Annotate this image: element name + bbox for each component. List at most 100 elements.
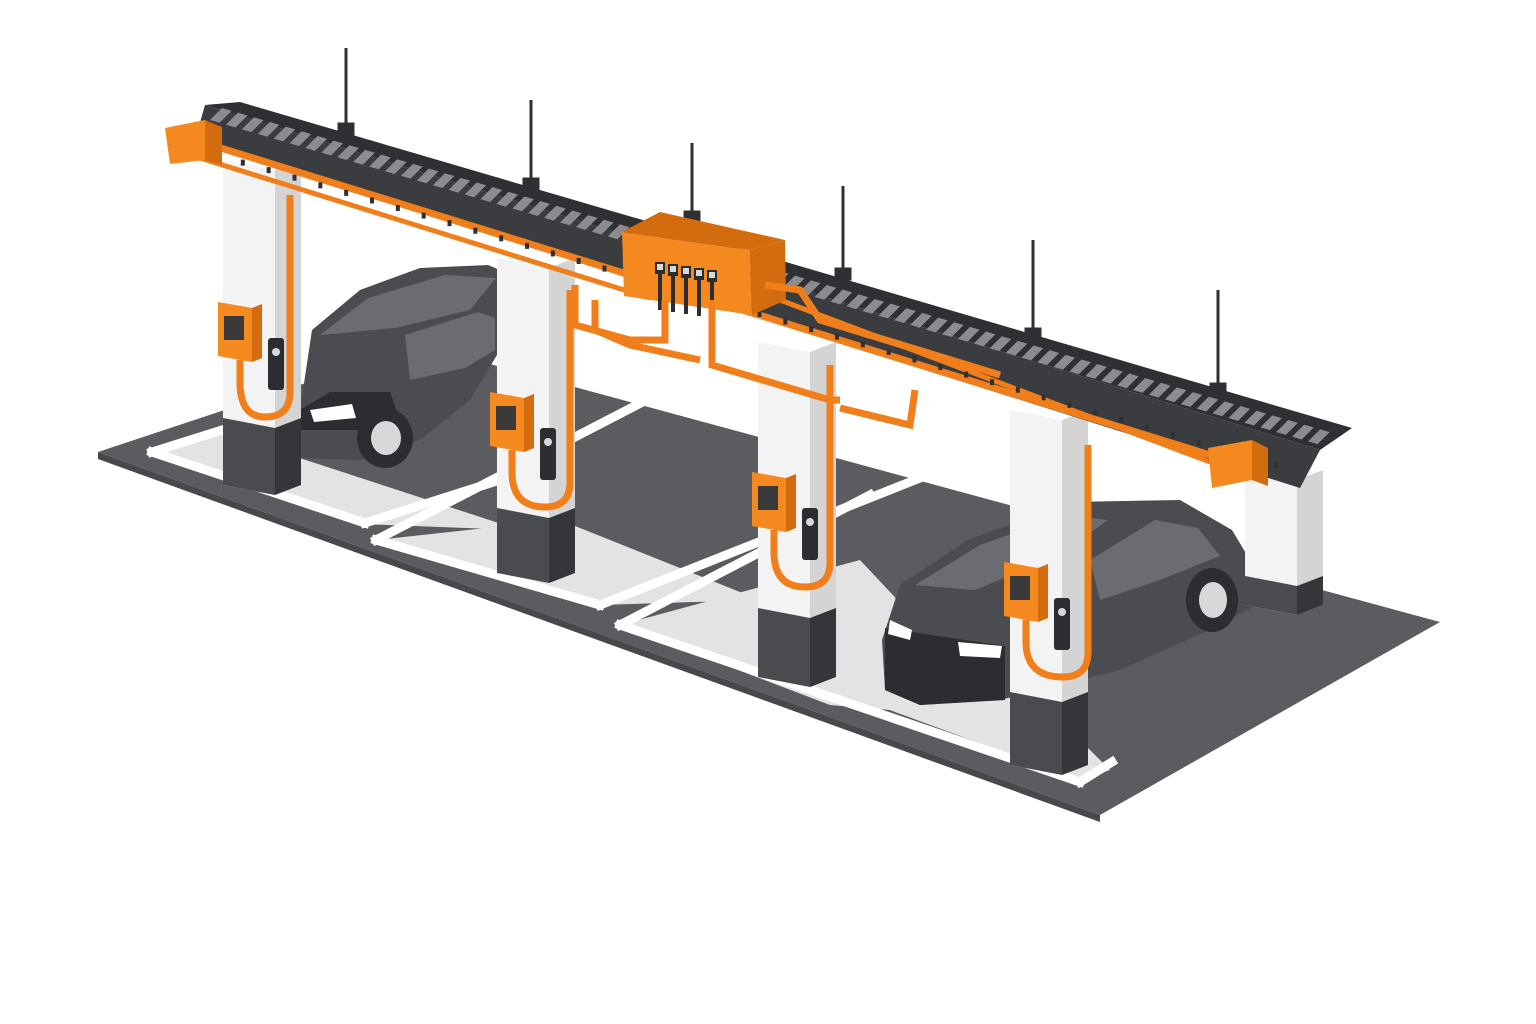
charger-connector	[268, 338, 284, 390]
truss-slat	[957, 326, 980, 342]
breaker-switch	[683, 268, 689, 274]
stall-line	[146, 424, 228, 458]
pillar	[1245, 470, 1323, 615]
pillar-base	[497, 508, 549, 583]
truss-slat	[528, 201, 550, 216]
truss-slat	[512, 196, 534, 212]
truss-slat	[607, 224, 630, 240]
truss-bolt	[938, 364, 943, 370]
feed-conduit	[764, 281, 1002, 379]
breaker-switch	[696, 270, 702, 276]
truss-bolt	[1119, 417, 1124, 423]
truss-slat	[1053, 354, 1076, 370]
pillar-base	[758, 608, 810, 687]
truss-bolt	[370, 197, 374, 204]
truss-bolt	[1067, 401, 1072, 408]
truss-bolt	[395, 205, 400, 211]
truss-bolt	[421, 212, 426, 219]
truss-slat	[273, 126, 296, 142]
main-conduit-lower	[199, 155, 651, 301]
pillar-side	[1062, 410, 1088, 775]
pillar-base	[223, 418, 275, 495]
truss-slat	[830, 289, 853, 305]
truss-bolt	[576, 258, 581, 264]
truss-bolt	[783, 318, 788, 325]
truss-bolt	[344, 189, 349, 196]
truss-bolt	[499, 235, 504, 242]
pillar-base-side	[549, 508, 575, 583]
truss-bolt	[835, 333, 839, 340]
junction-box-icon	[571, 212, 1002, 430]
truss-slat	[942, 322, 964, 338]
truss-bolt	[447, 220, 452, 227]
charger-plug	[272, 348, 280, 356]
car-wheel-rim	[1199, 582, 1227, 618]
truss-slat	[305, 135, 328, 151]
drop-conduit	[839, 389, 919, 430]
truss-slat	[1212, 401, 1235, 417]
truss-bolt	[912, 356, 917, 363]
truss-slat	[1276, 420, 1298, 435]
pillar-base	[1245, 576, 1297, 615]
ev-charger-icon	[218, 195, 294, 421]
truss-bolt	[1145, 424, 1149, 431]
charger-side	[1038, 564, 1048, 622]
ev-charger-icon	[1004, 445, 1092, 681]
truss-slat	[926, 317, 948, 333]
truss-bolt	[1041, 394, 1046, 401]
charger-side	[524, 394, 534, 452]
truss-slat	[1228, 406, 1251, 421]
truss-slat	[1069, 359, 1091, 375]
truss-slat	[1101, 368, 1123, 384]
car-icon	[300, 265, 500, 468]
charger-cable	[508, 290, 574, 511]
chargers	[218, 195, 1092, 681]
car-wheel-rim	[371, 421, 401, 455]
truss-slat	[385, 159, 407, 175]
truss-bolt	[1196, 439, 1201, 446]
charger-cable	[770, 365, 834, 591]
breaker-switch	[657, 264, 663, 270]
truss-bolt	[525, 242, 529, 249]
truss-bolt	[602, 265, 607, 272]
truss-slat	[432, 173, 455, 188]
stall-line	[370, 534, 606, 611]
stall-line	[1073, 755, 1119, 789]
car-roof-window	[320, 275, 496, 335]
truss-bolt	[240, 159, 245, 166]
truss-bolt	[1015, 386, 1020, 393]
car-headlight	[888, 620, 912, 640]
charger-side	[786, 474, 796, 532]
truss-slat	[973, 331, 996, 347]
charger-connector	[1054, 598, 1070, 650]
ev-charger-icon	[490, 290, 574, 511]
drop-conduit	[591, 300, 701, 364]
car-side-window	[405, 312, 495, 380]
charger-screen	[758, 486, 778, 510]
pillar-base	[1010, 692, 1062, 775]
truss-slat	[464, 182, 487, 198]
breaker-switch	[709, 272, 715, 278]
car-headlight	[958, 642, 1002, 658]
stall-line	[614, 619, 1086, 788]
charger-connector	[540, 428, 556, 480]
truss-slat	[862, 298, 885, 314]
truss-slat	[846, 294, 869, 310]
truss-slat	[1164, 387, 1187, 403]
drop-conduit	[708, 300, 840, 404]
truss-slat	[1037, 350, 1060, 365]
truss-slat	[814, 284, 837, 300]
ev-charger-icon	[752, 365, 834, 591]
junction-box-icon	[1208, 440, 1268, 488]
truss-bolt	[473, 227, 478, 234]
truss-slat	[225, 112, 248, 128]
charger-plug	[806, 518, 814, 526]
truss-bolt	[1170, 432, 1175, 439]
breaker-switch	[670, 266, 676, 272]
pillar-base-side	[1062, 692, 1088, 775]
charger-cable	[1022, 445, 1092, 681]
truss-slat	[369, 154, 391, 170]
charger-screen	[496, 406, 516, 430]
